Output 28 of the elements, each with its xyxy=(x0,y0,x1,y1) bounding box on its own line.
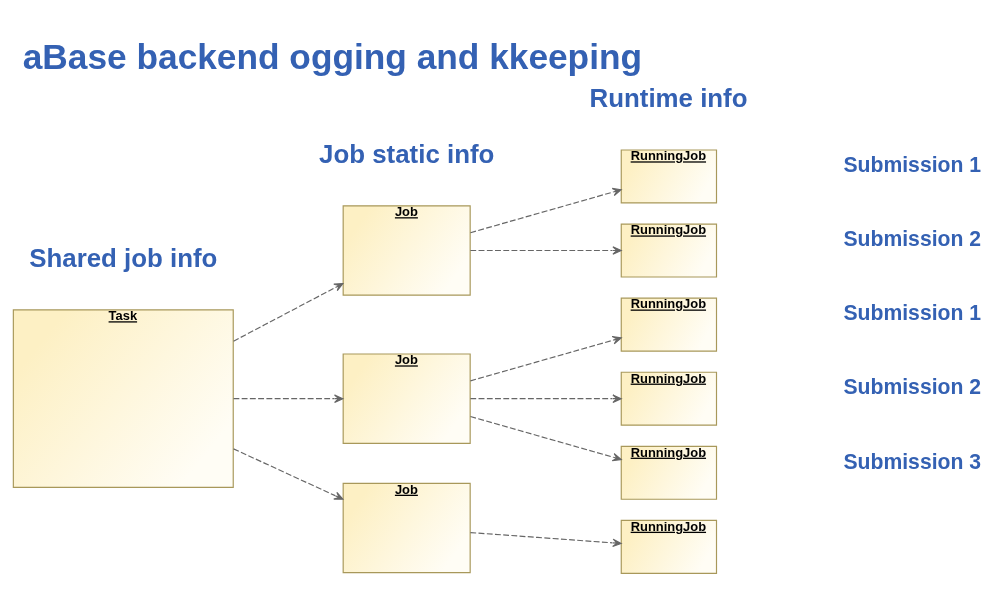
label: Submission 3 xyxy=(843,449,982,473)
label: Runtime info xyxy=(589,83,748,112)
label: Submission 1 xyxy=(843,152,982,176)
label: Job static info xyxy=(319,139,495,168)
node-box: RunningJob xyxy=(620,519,718,574)
label: Submission 2 xyxy=(843,374,982,398)
diagram-title: aBase backend ogging and kkeeping xyxy=(22,36,643,76)
node-box: Task xyxy=(12,308,234,488)
node-box: Job xyxy=(342,352,471,444)
label: Submission 1 xyxy=(843,300,982,324)
node-box: RunningJob xyxy=(620,371,718,426)
node-box: Job xyxy=(342,204,471,296)
arrow xyxy=(469,415,622,461)
label: Submission 2 xyxy=(843,226,982,250)
arrow xyxy=(232,447,344,500)
node-box: RunningJob xyxy=(620,445,718,500)
node-box: RunningJob xyxy=(620,223,718,278)
arrow xyxy=(232,282,344,342)
arrow xyxy=(469,531,622,547)
label: Shared job info xyxy=(29,243,218,272)
node-box: RunningJob xyxy=(620,148,718,203)
arrow xyxy=(469,393,622,403)
node-box: Job xyxy=(342,482,471,573)
arrow xyxy=(469,335,622,381)
arrow xyxy=(232,393,344,403)
arrow xyxy=(469,187,622,233)
node-box: RunningJob xyxy=(620,297,718,352)
arrow xyxy=(469,245,622,255)
